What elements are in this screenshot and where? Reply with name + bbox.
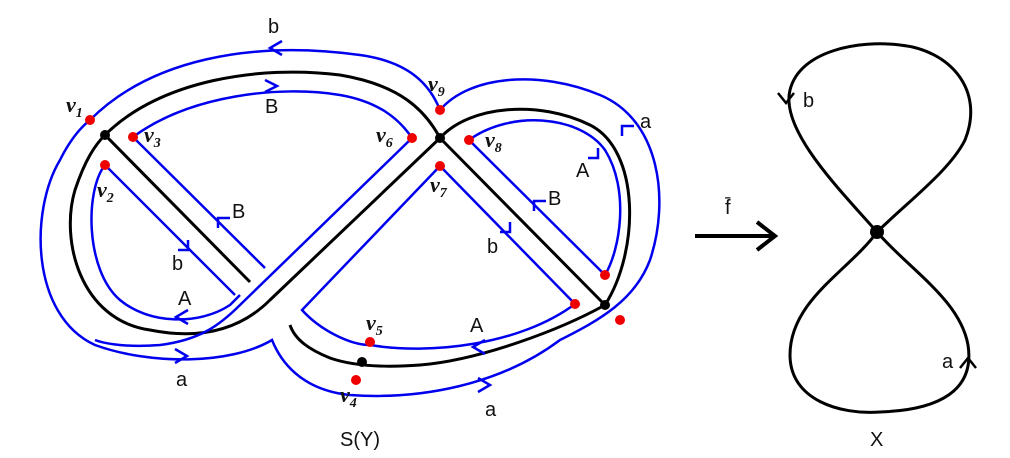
x-label-a: a [942,351,954,373]
arrow-diag-B-upper [216,216,230,228]
label-v9: v9 [428,71,445,100]
label-top-inner-B: B [265,96,278,118]
inner-blue-left-loop [90,164,241,321]
black-vertices [100,130,610,367]
red-vertex-extra-outer [615,315,625,325]
red-vertex-v7 [435,161,445,171]
arrow-A-right [588,148,600,160]
map-label: f̄ [725,196,731,219]
black-vertex-bottom [357,357,367,367]
x-upper-arrow [777,92,795,106]
arrow-a-bottom-left [174,347,190,365]
map-arrow: f̄ [695,196,779,252]
arrow-a-bottom-outer [477,376,493,394]
arrow-top-inner-B [264,78,280,94]
x-figure: b a X [777,42,977,451]
arrow-a-right [620,124,634,136]
red-vertex-extra-lower [570,299,580,309]
red-vertex-v6 [407,133,417,143]
label-bottom-inner-A: A [470,315,484,337]
label-v2: v2 [97,177,114,206]
label-v1: v1 [66,92,83,121]
inner-blue-mid-curve [94,137,413,348]
red-vertex-v1 [85,115,95,125]
label-bottom-outer-a: a [485,399,497,421]
arrow-diag-b-upper [178,240,190,252]
inner-blue-right-top [468,119,622,276]
red-vertex-extra-right [600,270,610,280]
x-lower-arrow [959,355,977,369]
label-diag-upper-b: b [172,253,183,275]
red-vertex-v4 [351,375,361,385]
red-vertex-v9 [435,105,445,115]
black-vertex-right [600,300,610,310]
outer-blue-boundary [39,48,661,398]
black-figure-eight [68,70,632,368]
inner-blue-diag-lower [439,165,576,305]
label-left-A: A [178,288,192,310]
label-v4: v4 [340,382,357,411]
label-bottom-left-a: a [176,369,188,391]
label-diag-lower-b: b [487,236,498,258]
caption-s-y: S(Y) [340,429,380,451]
red-vertex-v2 [100,160,110,170]
label-diag-lower-B: B [548,188,561,210]
caption-x: X [870,429,883,451]
label-v3: v3 [144,122,161,151]
x-lower-loop [788,231,971,414]
x-vertex [870,225,884,239]
s-y-figure: b B B b A a A a a A B b v1 v2 v3 v4 v5 v… [39,16,661,451]
inner-blue-top-arc [132,90,414,139]
label-right-a: a [640,111,652,133]
inner-blue-bottom-loop [300,165,576,350]
label-top-b: b [268,16,279,38]
label-v6: v6 [376,122,393,151]
arrow-A-bottom-inner [470,338,486,356]
label-v8: v8 [485,127,502,156]
label-diag-upper-B: B [232,201,245,223]
red-vertices [85,105,625,385]
red-vertex-v3 [128,132,138,142]
x-upper-loop [787,42,973,234]
x-label-b: b [803,90,814,112]
label-right-A: A [576,160,590,182]
arrow-b-lower [500,222,512,234]
red-vertex-v8 [464,135,474,145]
inner-blue-diag-upper [132,136,266,269]
arrow-top-b [267,39,283,57]
inner-blue-diag-right [468,139,606,276]
arrow-A-left [173,308,189,326]
inner-blue-diag-left [104,164,236,296]
black-vertex-center [435,133,445,143]
label-v5: v5 [366,310,383,339]
label-v7: v7 [430,172,448,201]
blue-arrowheads [173,39,634,394]
red-vertex-v5 [365,337,375,347]
arrow-B-lower [532,199,546,211]
black-vertex-left [100,130,110,140]
